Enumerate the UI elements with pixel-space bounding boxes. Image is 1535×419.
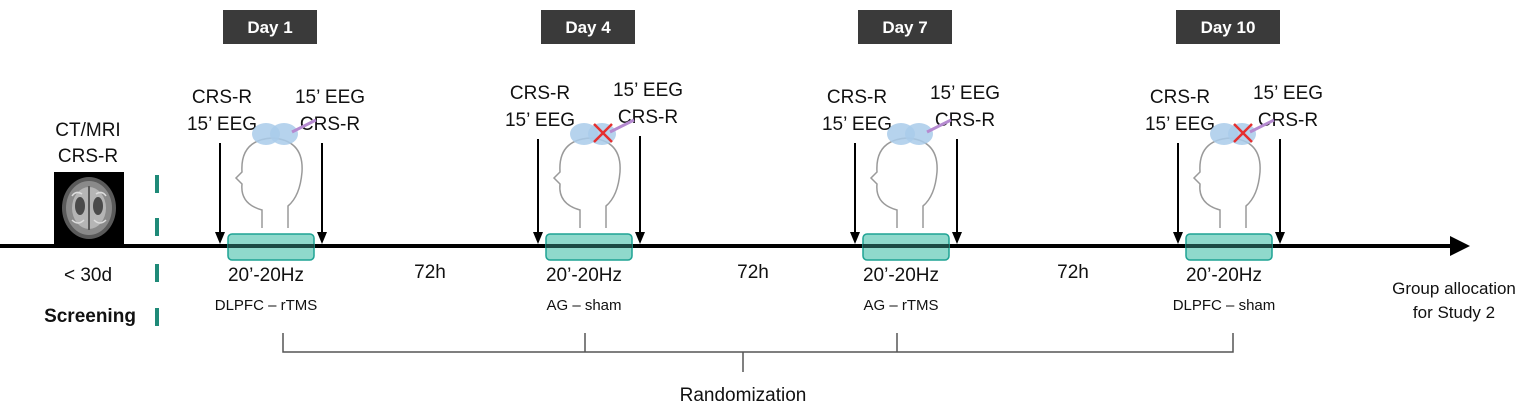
post-measure-1: 15’ EEG (930, 83, 1000, 104)
day-label: Day 1 (247, 18, 292, 37)
day-label: Day 10 (1201, 18, 1256, 37)
pre-measure-2: 15’ EEG (187, 114, 257, 135)
screening-scale-label: CRS-R (58, 146, 118, 167)
stim-params-label: 20’-20Hz (1186, 265, 1262, 286)
head-sketch-icon (869, 137, 938, 228)
condition-label: AG – rTMS (863, 297, 938, 314)
pre-measure-2: 15’ EEG (505, 110, 575, 131)
session-day-4: Day 4 CRS-R 15’ EEG 15’ EEG CRS-R 20’-20Hz AG … (505, 10, 683, 314)
screening-phase-label: Screening (44, 306, 136, 327)
sham-cross-icon (593, 123, 613, 143)
pre-measure-1: CRS-R (510, 83, 570, 104)
post-measure-2: CRS-R (618, 107, 678, 128)
interval-label: 72h (414, 262, 446, 283)
post-measure-arrow-head (635, 232, 645, 244)
pre-measure-arrow-head (533, 232, 543, 244)
coil-handle (291, 118, 317, 134)
head-sketch-icon (552, 137, 621, 228)
post-measure-1: 15’ EEG (613, 80, 683, 101)
post-measure-1: 15’ EEG (1253, 83, 1323, 104)
stim-params-label: 20’-20Hz (546, 265, 622, 286)
screening-interval-label: < 30d (64, 265, 112, 286)
stim-params-label: 20’-20Hz (863, 265, 939, 286)
head-sketch-icon (1192, 137, 1261, 228)
day-label: Day 7 (882, 18, 927, 37)
pre-measure-arrow-head (850, 232, 860, 244)
pre-measure-1: CRS-R (1150, 87, 1210, 108)
post-measure-2: CRS-R (935, 110, 995, 131)
randomization-label: Randomization (680, 385, 807, 406)
post-measure-1: 15’ EEG (295, 87, 365, 108)
timeline-arrowhead (1450, 236, 1470, 256)
pre-measure-1: CRS-R (192, 87, 252, 108)
condition-label: DLPFC – rTMS (215, 297, 318, 314)
interval-label: 72h (737, 262, 769, 283)
interval-label: 72h (1057, 262, 1089, 283)
coil-handle (926, 118, 952, 134)
pre-measure-1: CRS-R (827, 87, 887, 108)
outcome-line-2: for Study 2 (1413, 303, 1495, 322)
pre-measure-2: 15’ EEG (1145, 114, 1215, 135)
coil-handle (1249, 118, 1275, 134)
session-day-7: Day 7 CRS-R 15’ EEG 15’ EEG CRS-R 20’-20Hz AG … (822, 10, 1000, 314)
day-label-box (223, 10, 317, 44)
head-sketch-icon (234, 137, 303, 228)
tms-coil-icon (905, 123, 933, 145)
day-label-box (858, 10, 952, 44)
condition-label: DLPFC – sham (1173, 297, 1276, 314)
pre-measure-arrow-head (215, 232, 225, 244)
pre-measure-2: 15’ EEG (822, 114, 892, 135)
pre-measure-arrow-head (1173, 232, 1183, 244)
post-measure-arrow-head (317, 232, 327, 244)
tms-coil-icon (270, 123, 298, 145)
post-measure-2: CRS-R (1258, 110, 1318, 131)
coil-handle (609, 118, 635, 134)
outcome-line-1: Group allocation (1392, 279, 1516, 298)
randomization-bracket (282, 333, 1234, 372)
post-measure-arrow-head (952, 232, 962, 244)
sham-cross-icon (1233, 123, 1253, 143)
post-measure-arrow-head (1275, 232, 1285, 244)
condition-label: AG – sham (546, 297, 621, 314)
screening-block: CT/MRI CRS-R < 30d Screening (44, 120, 159, 327)
day-label: Day 4 (565, 18, 611, 37)
brain-scan-image (54, 172, 124, 244)
session-day-10: Day 10 CRS-R 15’ EEG 15’ EEG CRS-R 20’-20HzDL… (1145, 10, 1323, 314)
day-label-box (1176, 10, 1280, 44)
day-label-box (541, 10, 635, 44)
stim-params-label: 20’-20Hz (228, 265, 304, 286)
screening-imaging-label: CT/MRI (55, 120, 120, 141)
